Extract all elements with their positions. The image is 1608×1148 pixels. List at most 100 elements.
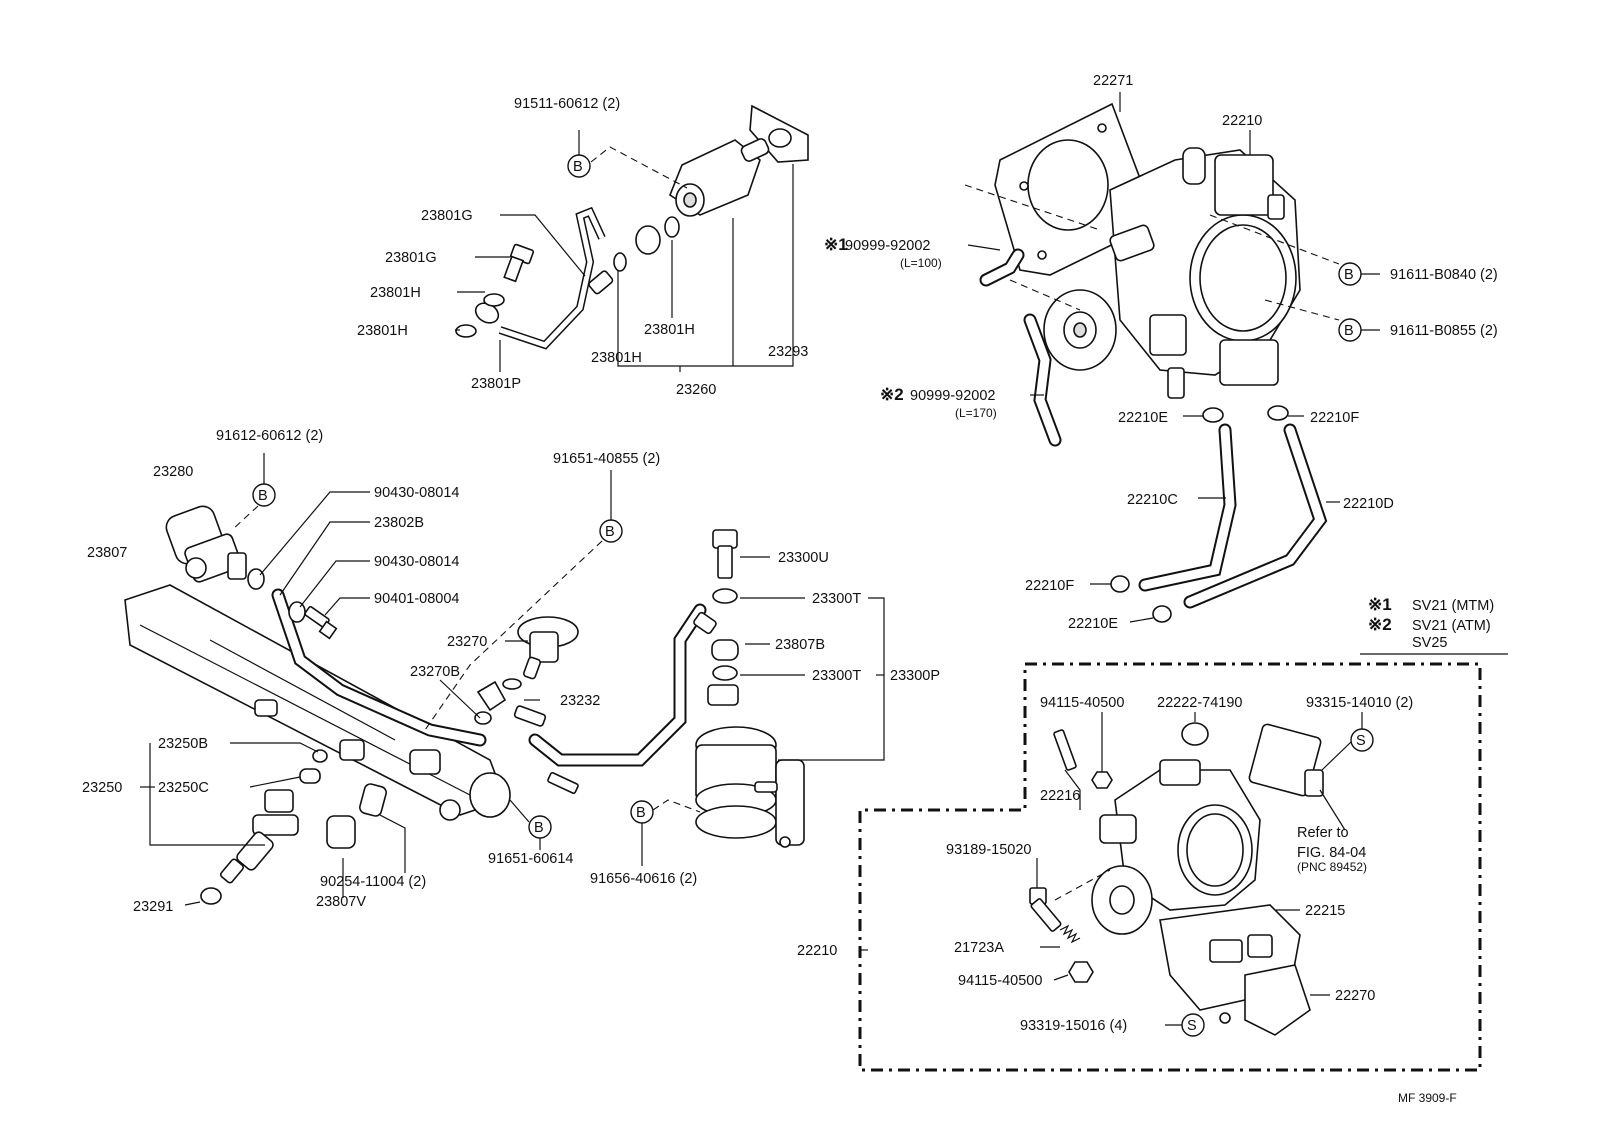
label-22215: 22215 xyxy=(1305,903,1345,919)
nut-94115-40500-a xyxy=(1091,771,1113,789)
gasket-90430-08014-a xyxy=(247,568,265,590)
label-length-170: (L=170) xyxy=(955,406,997,420)
label-23300P: 23300P xyxy=(890,668,940,684)
label-22210F-b: 22210F xyxy=(1025,578,1074,594)
legend-text-2: SV21 (ATM) xyxy=(1412,618,1491,634)
label-22271: 22271 xyxy=(1093,73,1133,89)
label-22270: 22270 xyxy=(1335,988,1375,1004)
label-22210-top: 22210 xyxy=(1222,113,1262,129)
gasket-23300T-a xyxy=(712,588,738,604)
label-length-100: (L=100) xyxy=(900,256,942,270)
mark-2: ※2 xyxy=(880,385,904,404)
label-23801P: 23801P xyxy=(471,376,521,392)
label-23293: 23293 xyxy=(768,344,808,360)
label-23270B: 23270B xyxy=(410,664,460,680)
pressure-regulator-23270 xyxy=(517,616,579,680)
washer-23801H-4 xyxy=(455,324,477,338)
collar-23807V xyxy=(326,815,356,849)
label-91511-60612: 91511-60612 (2) xyxy=(514,96,620,112)
throttle-body-breakdown-box: S S 94115-40500 22222-74190 93315-14010 … xyxy=(797,662,1482,1072)
label-93189-15020: 93189-15020 xyxy=(946,842,1031,858)
sensor-22270 xyxy=(1244,964,1311,1036)
label-23807B: 23807B xyxy=(775,637,825,653)
injector-line xyxy=(513,705,579,795)
label-23801H-b: 23801H xyxy=(357,323,408,339)
label-23250: 23250 xyxy=(82,780,122,796)
label-94115-40500-b: 94115-40500 xyxy=(958,973,1042,989)
label-91656-40616: 91656-40616 (2) xyxy=(590,871,697,887)
label-91611-B0855: 91611-B0855 (2) xyxy=(1390,323,1498,339)
clamp-22210E-lower xyxy=(1152,605,1172,623)
label-93315-14010: 93315-14010 (2) xyxy=(1306,695,1413,711)
label-23300U: 23300U xyxy=(778,550,829,566)
fuel-pressure-regulator-body xyxy=(695,684,805,848)
washer-23801H-1 xyxy=(664,216,680,238)
fuel-delivery-group: B xyxy=(82,428,660,915)
label-23250B: 23250B xyxy=(158,736,208,752)
label-90430-08014-b: 90430-08014 xyxy=(374,554,459,570)
label-91651-60614: 91651-60614 xyxy=(488,851,573,867)
union-bolt-23300U xyxy=(712,529,738,579)
label-91611-B0840: 91611-B0840 (2) xyxy=(1390,267,1498,283)
cap-22222-74190 xyxy=(1181,722,1209,746)
label-23300T-a: 23300T xyxy=(812,591,861,607)
label-94115-40500-a: 94115-40500 xyxy=(1040,695,1124,711)
label-refer-to: Refer to xyxy=(1297,825,1349,841)
stud-22216 xyxy=(1053,729,1077,771)
throttle-position-sensor xyxy=(1248,723,1322,797)
label-refer-fig: FIG. 84-04 xyxy=(1297,845,1366,861)
gasket-90430-08014-b xyxy=(288,601,306,623)
label-90430-08014-a: 90430-08014 xyxy=(374,485,459,501)
label-23801H-a: 23801H xyxy=(370,285,421,301)
label-23807: 23807 xyxy=(87,545,127,561)
throttle-body-group: B B 22271 22210 91611-B0840 (2) xyxy=(824,73,1498,632)
grommet-90254-11004 xyxy=(359,783,387,817)
legend-mark-1: ※1 xyxy=(1368,595,1392,614)
label-90254-11004: 90254-11004 (2) xyxy=(320,874,426,890)
label-23260: 23260 xyxy=(676,382,716,398)
label-22210D: 22210D xyxy=(1343,496,1394,512)
bolt-90401-08004 xyxy=(304,606,338,640)
label-23801G-b: 23801G xyxy=(385,250,437,266)
clamp-22210E xyxy=(1202,407,1224,423)
label-23232: 23232 xyxy=(560,693,600,709)
union-23807B xyxy=(711,639,739,661)
callout-letter: S xyxy=(1187,1018,1197,1034)
nut-94115-40500-b xyxy=(1068,961,1094,983)
seal-23291 xyxy=(200,887,222,905)
label-23801G-a: 23801G xyxy=(421,208,473,224)
label-91612-60612: 91612-60612 (2) xyxy=(216,428,323,444)
label-23250C: 23250C xyxy=(158,780,209,796)
gasket-23300T-b xyxy=(712,665,738,681)
washer-23801H-2 xyxy=(613,252,627,272)
callout-letter: B xyxy=(1344,267,1354,283)
label-22210F-a: 22210F xyxy=(1310,410,1359,426)
label-22210E-b: 22210E xyxy=(1068,616,1118,632)
figure-code: MF 3909-F xyxy=(1398,1091,1457,1105)
callout-letter: B xyxy=(258,488,268,504)
injector-23250 xyxy=(219,789,299,884)
label-22222-74190: 22222-74190 xyxy=(1157,695,1242,711)
union-bolt-23801G xyxy=(503,243,535,283)
legend-text-1: SV21 (MTM) xyxy=(1412,598,1494,614)
label-22216: 22216 xyxy=(1040,788,1080,804)
legend-text-3: SV25 xyxy=(1412,635,1447,651)
callout-letter: B xyxy=(573,159,583,175)
legend-mark-2: ※2 xyxy=(1368,615,1392,634)
label-23802B: 23802B xyxy=(374,515,424,531)
pulsation-damper-23280 xyxy=(165,505,247,583)
regulator-assembly-group: B 23300U 23300T 23807B 23300T 23300P 916… xyxy=(528,529,940,887)
callout-letter: B xyxy=(636,805,646,821)
label-90999-92002-2: 90999-92002 xyxy=(910,388,995,404)
union-23801G xyxy=(635,225,661,255)
clamp-22210F-lower xyxy=(1110,575,1130,593)
label-93319-15016: 93319-15016 (4) xyxy=(1020,1018,1127,1034)
label-90401-08004: 90401-08004 xyxy=(374,591,459,607)
label-22210-box: 22210 xyxy=(797,943,837,959)
label-23270: 23270 xyxy=(447,634,487,650)
label-23291: 23291 xyxy=(133,899,173,915)
insulator-23250C xyxy=(299,768,321,784)
label-22210E-a: 22210E xyxy=(1118,410,1168,426)
callout-letter: B xyxy=(1344,323,1354,339)
